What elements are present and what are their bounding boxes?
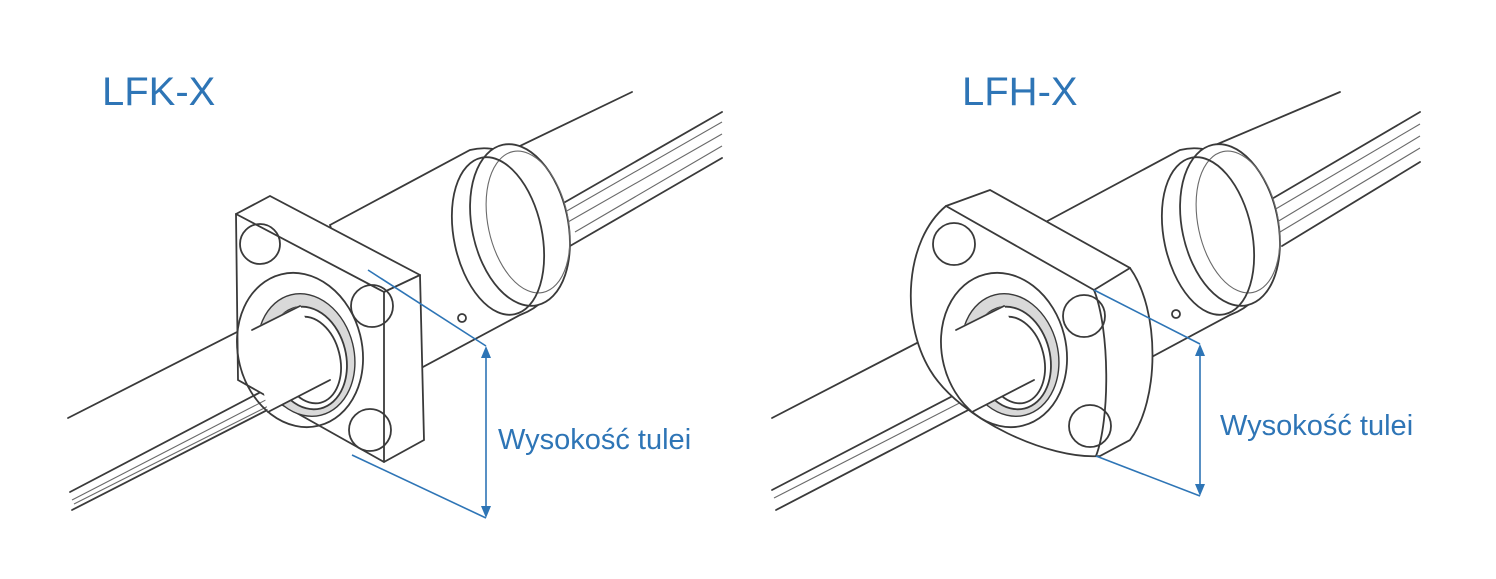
lfk-x-flange (235, 194, 425, 464)
lfk-x-title: LFK-X (102, 70, 216, 114)
lfh-x-dimension-label: Wysokość tulei (1220, 410, 1414, 442)
lfh-x-height-dimension (1093, 289, 1205, 497)
arrow-up-icon (1195, 344, 1205, 356)
arrow-down-icon (1195, 484, 1205, 496)
lfh-x-drawing (771, 91, 1421, 515)
lfk-x-dimension-label: Wysokość tulei (498, 424, 692, 456)
lfk-x-drawing (67, 91, 723, 519)
lfk-x-height-dimension (351, 269, 491, 519)
arrow-up-icon (481, 346, 491, 358)
lfk-x-shaft (469, 91, 723, 247)
arrow-down-icon (481, 506, 491, 518)
lfh-x-title: LFH-X (962, 70, 1078, 114)
lfh-x-flange (909, 189, 1154, 458)
